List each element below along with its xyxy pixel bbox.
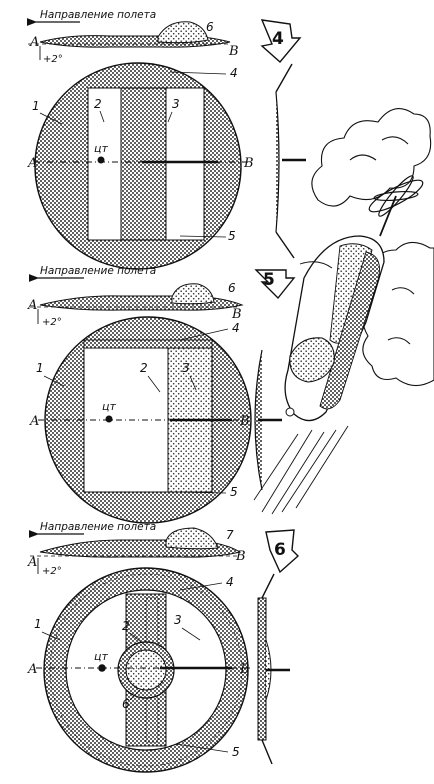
axis-b-label: B	[243, 156, 254, 171]
side-axis-b-label: B	[231, 307, 242, 322]
axis-a-label: A	[27, 156, 37, 171]
callout-6-side: 6	[206, 20, 214, 34]
cg-label: цт	[94, 142, 108, 155]
flight-direction-label: Направление полета	[40, 9, 156, 21]
callout-4: 4	[232, 321, 240, 335]
rotor-icon	[368, 175, 424, 237]
callout-4: 4	[230, 66, 238, 80]
callout-5: 5	[232, 745, 240, 759]
callout-2: 2	[122, 619, 130, 633]
side-profile	[30, 527, 242, 574]
badge-6-label: 6	[274, 540, 286, 560]
side-axis-b-label: B	[235, 549, 246, 564]
callout-6-side: 6	[228, 281, 236, 295]
callout-2: 2	[140, 361, 148, 375]
diagram-4: Направление полета A B +2° 6 4	[26, 9, 306, 270]
badge-4	[260, 19, 302, 64]
side-profile	[28, 21, 231, 60]
callout-3: 3	[182, 361, 190, 375]
side-axis-a-label: A	[29, 35, 39, 50]
callout-3: 3	[172, 97, 180, 111]
angle-label: +2°	[42, 317, 62, 328]
callout-1: 1	[32, 99, 40, 113]
badge-5-label: 5	[263, 270, 275, 290]
speed-lines	[253, 425, 349, 515]
cg-label: цт	[94, 650, 108, 663]
axis-a-label: A	[29, 414, 39, 429]
callout-1: 1	[36, 361, 44, 375]
flight-direction-label: Направление полета	[40, 265, 156, 277]
saucer-body	[284, 235, 385, 422]
angle-label: +2°	[43, 54, 63, 65]
section-view	[254, 349, 282, 491]
diagram-6: Направление полета A B +2° 7 6 A B	[27, 521, 300, 773]
callout-5: 5	[228, 229, 236, 243]
flight-direction-label: Направление полета	[40, 521, 156, 533]
section-view	[257, 573, 290, 765]
diagram-5: Направление полета A B +2° 6 5 A B	[27, 265, 296, 524]
side-axis-a-label: A	[27, 298, 37, 313]
cg-label: цт	[102, 400, 116, 413]
top-view-disc	[36, 567, 250, 773]
badge-4-label: 4	[272, 29, 284, 49]
top-view-disc	[34, 62, 248, 270]
callout-2: 2	[94, 97, 102, 111]
axis-a-label: A	[27, 662, 37, 677]
side-axis-a-label: A	[27, 555, 37, 570]
callout-7: 7	[226, 528, 234, 542]
section-view	[275, 63, 306, 259]
callout-5: 5	[230, 485, 238, 499]
top-view-disc	[38, 316, 252, 524]
callout-3: 3	[174, 613, 182, 627]
callout-6: 6	[122, 697, 130, 711]
axis-b-label: B	[239, 414, 250, 429]
callout-1: 1	[34, 617, 42, 631]
side-profile	[30, 283, 244, 324]
badge-6	[265, 529, 300, 574]
angle-label: +2°	[42, 566, 62, 577]
side-axis-b-label: B	[228, 44, 239, 59]
cloud	[311, 108, 432, 207]
flying-saucer-illustration	[253, 108, 434, 515]
badge-5	[254, 269, 296, 300]
axis-b-label: B	[239, 662, 250, 677]
callout-4: 4	[226, 575, 234, 589]
